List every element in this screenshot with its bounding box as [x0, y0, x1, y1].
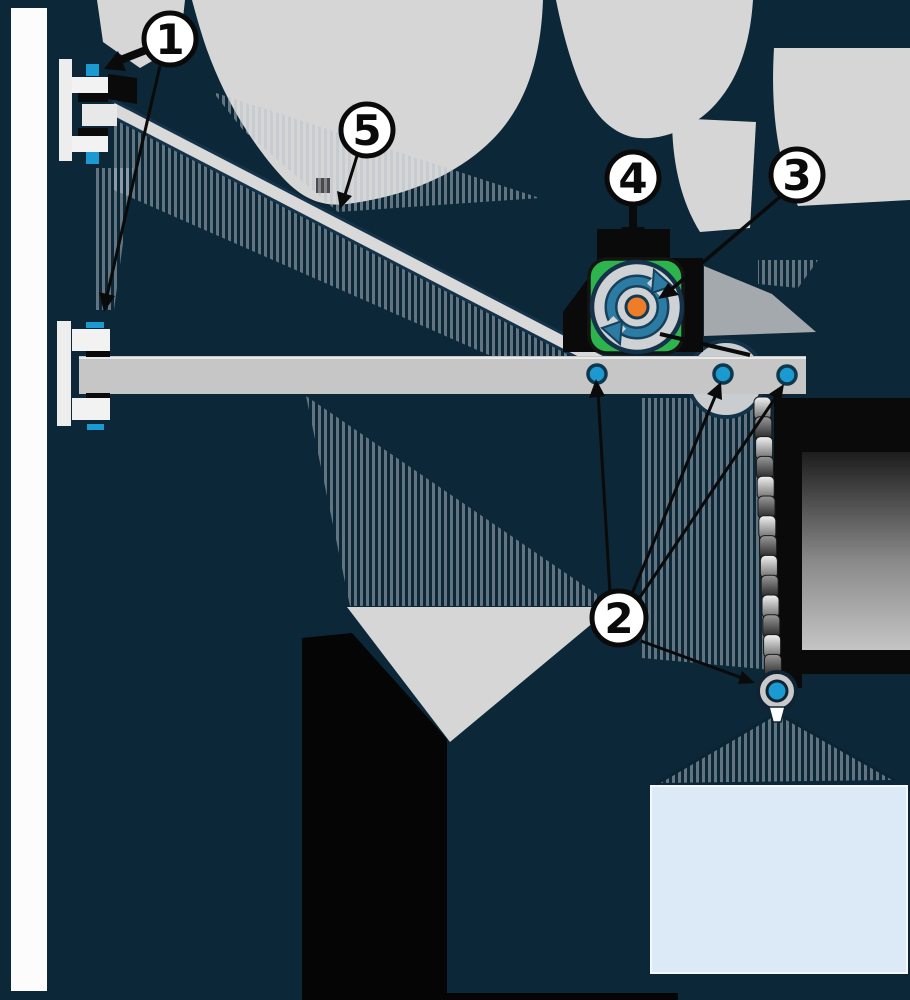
callout-2-arrow-hook — [640, 639, 746, 681]
callout-2-arrow-dot3 — [636, 393, 780, 601]
wall-bracket-lower — [57, 321, 110, 430]
shadow-shape — [556, 0, 753, 139]
callout-3-number: 3 — [782, 151, 811, 200]
bracket-block — [72, 77, 108, 93]
fan-left-of-chain — [640, 398, 772, 670]
callout-1-number: 1 — [155, 15, 184, 64]
fan-sling-triangle — [659, 712, 893, 783]
bracket-plate — [59, 59, 72, 161]
bracket-block — [72, 398, 110, 420]
hoist-chain — [753, 396, 782, 678]
bracket-plate — [57, 321, 71, 426]
bracket-gap — [86, 351, 110, 357]
callout-1: 1 — [99, 10, 199, 312]
callout-5-circle — [338, 101, 396, 159]
bracket-gap — [86, 393, 110, 398]
bolt-blue-top — [86, 322, 104, 328]
callout-3-arrow — [665, 194, 783, 295]
shadow-shape — [347, 607, 612, 742]
callout-2-arrow-dot2 — [629, 391, 719, 597]
motor-to-pulley-line — [659, 332, 751, 357]
wall — [11, 8, 47, 991]
shadow-shape — [302, 633, 447, 1000]
sling-lines — [655, 711, 896, 786]
arrowhead — [707, 382, 722, 400]
rotation-arrows-icon — [600, 267, 674, 347]
callout-3: 3 — [658, 146, 826, 299]
sling-line-left — [655, 711, 778, 786]
callout-5-number: 5 — [352, 106, 381, 155]
arrowhead — [589, 379, 605, 398]
arrowhead — [104, 51, 126, 71]
callout-3-circle — [768, 146, 826, 204]
dial-center-orange — [624, 294, 650, 320]
arrowhead — [337, 191, 352, 209]
shadow-shape — [704, 266, 816, 336]
wall-bracket-upper — [59, 59, 117, 164]
sling-line-right — [776, 711, 896, 782]
callout-1-circle — [141, 10, 199, 68]
hoist-motor-unit — [563, 229, 751, 357]
bracket-gap — [78, 128, 108, 136]
anchor-dot-3 — [776, 364, 798, 386]
load-box — [650, 785, 908, 974]
callout-2: 2 — [589, 379, 784, 684]
bracket-block — [72, 136, 108, 152]
callout-2-arrow-dot1 — [596, 391, 612, 594]
callout-1-arrow-short — [116, 46, 148, 65]
bracket-gap — [78, 93, 108, 102]
arrowhead — [738, 671, 755, 684]
bolt-blue-bottom — [87, 424, 104, 430]
shadow-shape — [793, 452, 910, 652]
arrowhead — [658, 283, 679, 299]
arrow-shadow — [108, 74, 137, 104]
callout-4-circle — [604, 149, 662, 207]
shadow-shape — [793, 650, 910, 674]
hook-ring-icon — [756, 670, 798, 723]
anchor-dot-2 — [712, 363, 734, 385]
callout-5: 5 — [337, 101, 396, 209]
bolt-blue-top — [86, 64, 99, 76]
shadow-shape — [429, 993, 678, 1000]
arrowhead — [99, 292, 115, 312]
bracket-block — [72, 329, 110, 351]
arrowhead — [621, 227, 645, 247]
fan-under-beam — [306, 396, 614, 606]
chain-shadow-column — [774, 398, 910, 688]
callout-2-number: 2 — [604, 594, 633, 643]
arrowhead — [769, 384, 784, 402]
fan-between-brackets — [95, 168, 133, 310]
anchor-dot-1 — [586, 363, 608, 385]
callout-2-circle — [589, 588, 649, 648]
bracket-block — [82, 104, 117, 126]
jib-beam — [79, 356, 806, 394]
bottom-left-shadows — [302, 607, 678, 1000]
callout-1-arrow-long — [104, 65, 162, 301]
callout-4: 4 — [604, 149, 662, 247]
bolt-blue-bottom — [86, 152, 99, 164]
callout-5-arrow — [342, 155, 359, 199]
shadow-shape — [672, 118, 756, 232]
fan-beam-end — [758, 260, 818, 288]
callout-4-number: 4 — [618, 154, 647, 203]
